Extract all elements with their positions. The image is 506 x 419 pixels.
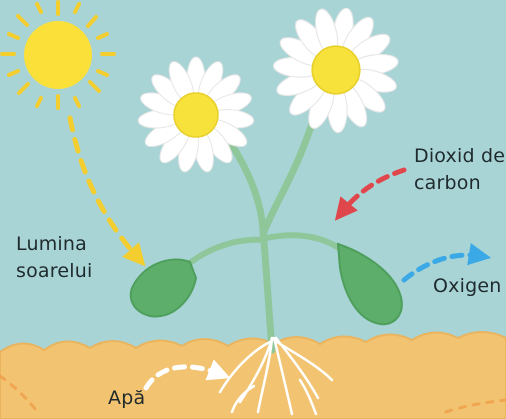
- water-label: Apă: [108, 385, 148, 412]
- carbon-dioxide-label-line-1: Dioxid de: [414, 143, 506, 170]
- oxygen-label: Oxigen: [433, 273, 506, 300]
- sunlight-label-line-2: soarelui: [16, 258, 126, 285]
- sunlight-label: Lumina soarelui: [16, 231, 126, 285]
- sunlight-label-line-1: Lumina: [16, 231, 126, 258]
- carbon-dioxide-label-line-2: carbon: [414, 170, 506, 197]
- soil: [0, 332, 506, 419]
- carbon-dioxide-label: Dioxid de carbon: [414, 143, 506, 197]
